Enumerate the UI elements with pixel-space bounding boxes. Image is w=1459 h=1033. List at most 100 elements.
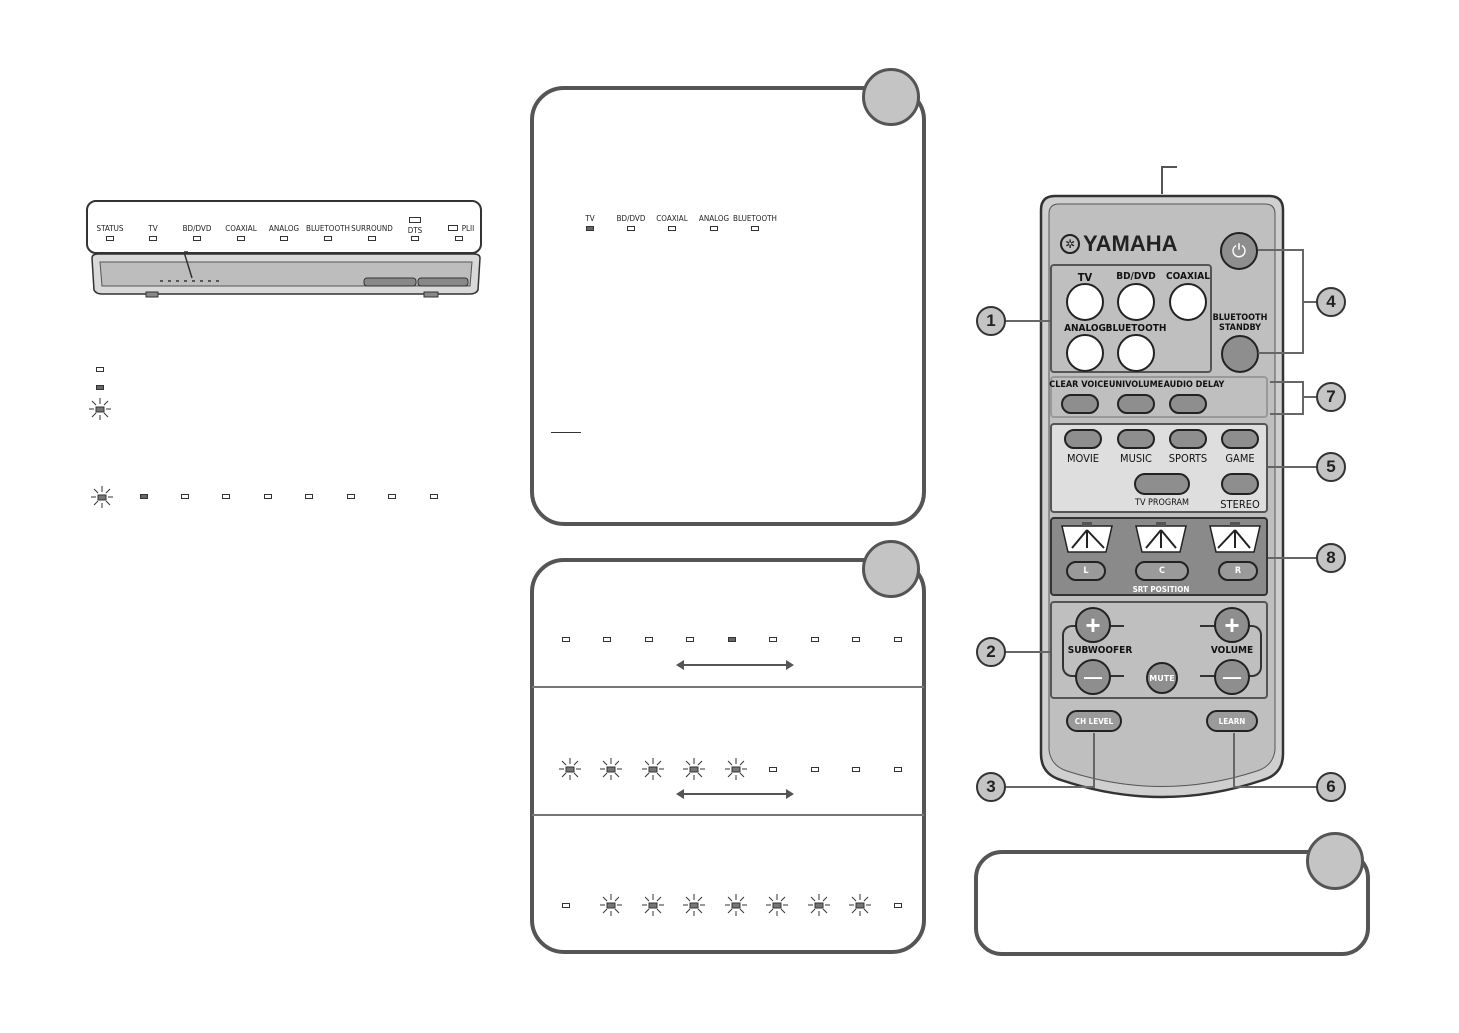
dolby-pl-icon (448, 225, 458, 231)
example-led-off (181, 494, 189, 499)
subwoofer-minus-button[interactable]: — (1075, 659, 1111, 695)
led-off (769, 637, 777, 642)
clear-voice-button[interactable] (1061, 394, 1099, 414)
movie-label: MOVIE (1066, 452, 1100, 465)
callout-5-line (1268, 466, 1318, 468)
tv-program-button[interactable] (1134, 473, 1190, 495)
audio-delay-button[interactable] (1169, 394, 1207, 414)
led-blinking-icon (683, 894, 705, 916)
mute-button[interactable]: MUTE (1146, 662, 1178, 694)
led-off (562, 903, 570, 908)
legend-led-off (96, 367, 104, 372)
input-group-box (1050, 264, 1212, 373)
input-bluetooth-button[interactable] (1117, 334, 1155, 372)
music-button[interactable] (1117, 429, 1155, 449)
indicator-panel-box (86, 200, 482, 254)
stereo-label: STEREO (1220, 498, 1260, 511)
indicator-label-surround: SURROUND (351, 224, 393, 233)
example-led-off (430, 494, 438, 499)
led-blinking-icon (600, 894, 622, 916)
srt-center-button[interactable]: C (1135, 561, 1189, 581)
led-bluetooth (324, 236, 332, 241)
callout-5: 5 (1316, 452, 1346, 482)
info-panel-c (974, 850, 1370, 956)
callout-4-line (1302, 301, 1318, 303)
srt-right-icon (1209, 522, 1261, 553)
input-tv-button[interactable] (1066, 283, 1104, 321)
indicator-label-bluetooth: BLUETOOTH (306, 224, 350, 233)
led-off (894, 767, 902, 772)
led-dts (411, 236, 419, 241)
panel-a-note-rule (551, 432, 581, 433)
callout-8-line (1268, 557, 1318, 559)
movie-button[interactable] (1064, 429, 1102, 449)
panel-a-label-bluetooth: BLUETOOTH (733, 214, 777, 223)
callout-4-bracket (1258, 249, 1304, 354)
game-label: GAME (1225, 452, 1255, 465)
led-off (686, 637, 694, 642)
callout-2-line (1005, 651, 1050, 653)
bt-standby-button[interactable] (1221, 335, 1259, 373)
led-off (894, 903, 902, 908)
plus-icon: + (1085, 610, 1101, 640)
callout-6-line-h (1233, 786, 1317, 788)
example-led-off (264, 494, 272, 499)
power-button[interactable]: ⏻ (1220, 232, 1258, 270)
led-off (852, 637, 860, 642)
soundbar-illustration (91, 251, 481, 298)
minus-icon: — (1223, 666, 1241, 687)
srt-center-icon (1135, 522, 1187, 553)
input-coaxial-button[interactable] (1169, 283, 1207, 321)
example-led-blinking-icon (91, 486, 113, 508)
srt-left-icon (1061, 522, 1113, 553)
stereo-button[interactable] (1221, 473, 1259, 495)
indicator-label-analog: ANALOG (268, 224, 300, 233)
ch-level-button[interactable]: CH LEVEL (1066, 710, 1122, 732)
led-status (106, 236, 114, 241)
input-analog-button[interactable] (1066, 334, 1104, 372)
subwoofer-plus-button[interactable]: + (1075, 607, 1111, 643)
led-coaxial (237, 236, 245, 241)
learn-button[interactable]: LEARN (1206, 710, 1258, 732)
panel-a-led-analog (710, 226, 718, 231)
panel-b-divider (532, 686, 924, 688)
led-off (645, 637, 653, 642)
callout-8: 8 (1316, 543, 1346, 573)
callout-6: 6 (1316, 772, 1346, 802)
srt-left-button[interactable]: L (1066, 561, 1106, 581)
volume-minus-button[interactable]: — (1214, 659, 1250, 695)
volume-label: VOLUME (1208, 645, 1256, 656)
callout-4: 4 (1316, 287, 1346, 317)
led-analog (280, 236, 288, 241)
input-label-bluetooth: BLUETOOTH (1105, 323, 1167, 334)
srt-right-button[interactable]: R (1218, 561, 1258, 581)
level-group-box (1050, 601, 1268, 699)
led-off (603, 637, 611, 642)
brand-logo: YAMAHA (1083, 231, 1178, 256)
led-surround (368, 236, 376, 241)
example-led-off (347, 494, 355, 499)
panel-a-led-coaxial (668, 226, 676, 231)
led-off (811, 767, 819, 772)
example-led-off (305, 494, 313, 499)
bt-standby-label: BLUETOOTH STANDBY (1212, 313, 1268, 333)
panel-a-label-coaxial: COAXIAL (656, 214, 688, 223)
indicator-label-coaxial: COAXIAL (225, 224, 257, 233)
panel-a-led-tv (586, 226, 594, 231)
input-label-tv: TV (1077, 271, 1093, 284)
ir-line (1161, 166, 1163, 194)
panel-a-label-tv: TV (585, 214, 595, 223)
univolume-button[interactable] (1117, 394, 1155, 414)
input-label-analog: ANALOG (1064, 323, 1106, 334)
callout-3-line-v (1093, 733, 1095, 787)
led-blinking-icon (725, 758, 747, 780)
yamaha-logo-icon: ✲ (1060, 234, 1080, 254)
input-bd-dvd-button[interactable] (1117, 283, 1155, 321)
sports-button[interactable] (1169, 429, 1207, 449)
panel-b-badge (862, 540, 920, 598)
volume-plus-button[interactable]: + (1214, 607, 1250, 643)
example-led-off (388, 494, 396, 499)
power-icon: ⏻ (1231, 240, 1247, 262)
panel-a-led-bluetooth (751, 226, 759, 231)
game-button[interactable] (1221, 429, 1259, 449)
